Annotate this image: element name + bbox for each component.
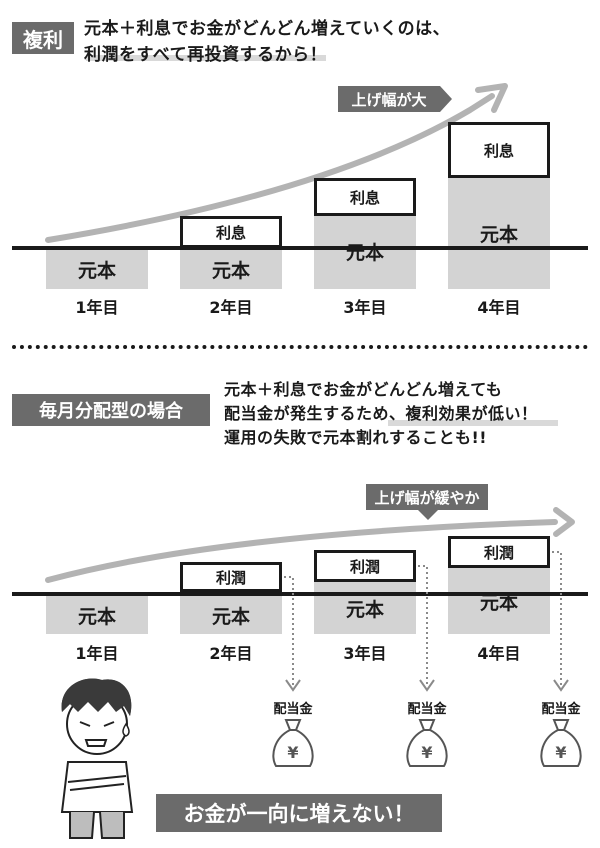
- arrow-label-pointer-down: [418, 510, 438, 520]
- svg-text:¥: ¥: [555, 743, 566, 762]
- growth-arrow-gentle: [45, 507, 575, 583]
- principal-block-y2: 元本: [180, 249, 282, 289]
- monthly-dividend-tag: 毎月分配型の場合: [12, 394, 210, 426]
- year-label-y2: 2年目: [209, 298, 253, 317]
- highlight-bar: [86, 55, 326, 61]
- year-label-b2: 2年目: [209, 644, 253, 663]
- principal-block-y1: 元本: [46, 249, 148, 289]
- dividend-label-2: 配当金: [407, 702, 447, 717]
- arrow-label-gentle: 上げ幅が緩やか: [366, 484, 488, 510]
- profit-box-b3: 利潤: [314, 550, 416, 582]
- principal-block-b3: 元本: [314, 582, 416, 634]
- year-label-y1: 1年目: [75, 298, 119, 317]
- interest-box-y2: 利息: [180, 216, 282, 248]
- year-label-b4: 4年目: [477, 644, 521, 663]
- banner-no-growth: お金が一向に増えない！: [156, 794, 442, 832]
- top-text-line1: 元本＋利息でお金がどんどん増えていくのは、: [84, 19, 451, 39]
- bottom-text-line1: 元本＋利息でお金がどんどん増えても: [224, 380, 503, 399]
- interest-box-y4: 利息: [448, 122, 550, 178]
- interest-box-y3: 利息: [314, 178, 416, 216]
- bottom-text-line3: 運用の失敗で元本割れすることも!!: [224, 428, 488, 447]
- highlight-bar-2: [388, 420, 558, 426]
- money-bag-icon: ¥: [540, 719, 582, 767]
- principal-block-b1: 元本: [46, 596, 148, 634]
- arrow-label-pointer: [440, 86, 452, 112]
- dividend-label-1: 配当金: [273, 702, 313, 717]
- worried-man-illustration: [60, 678, 134, 839]
- year-label-y3: 3年目: [343, 298, 387, 317]
- baseline-top: [12, 246, 588, 250]
- principal-block-b4: 元本: [448, 568, 550, 634]
- baseline-bottom: [12, 592, 588, 596]
- section-divider: [12, 345, 588, 349]
- money-bag-icon: ¥: [272, 719, 314, 767]
- svg-text:¥: ¥: [421, 743, 432, 762]
- dividend-label-3: 配当金: [541, 702, 581, 717]
- profit-box-b4: 利潤: [448, 536, 550, 568]
- bottom-text-line2: 配当金が発生するため、複利効果が低い！: [224, 404, 538, 423]
- arrow-label-large: 上げ幅が大: [338, 86, 440, 112]
- year-label-b3: 3年目: [343, 644, 387, 663]
- year-label-y4: 4年目: [477, 298, 521, 317]
- money-bag-icon: ¥: [406, 719, 448, 767]
- principal-block-y4: 元本: [448, 178, 550, 289]
- compound-tag: 複利: [12, 22, 74, 54]
- year-label-b1: 1年目: [75, 644, 119, 663]
- profit-box-b2: 利潤: [180, 562, 282, 592]
- svg-text:¥: ¥: [287, 743, 298, 762]
- principal-block-b2: 元本: [180, 596, 282, 634]
- top-text-line2: 利潤をすべて再投資するから！: [84, 45, 328, 65]
- growth-arrow-steep: [45, 83, 508, 243]
